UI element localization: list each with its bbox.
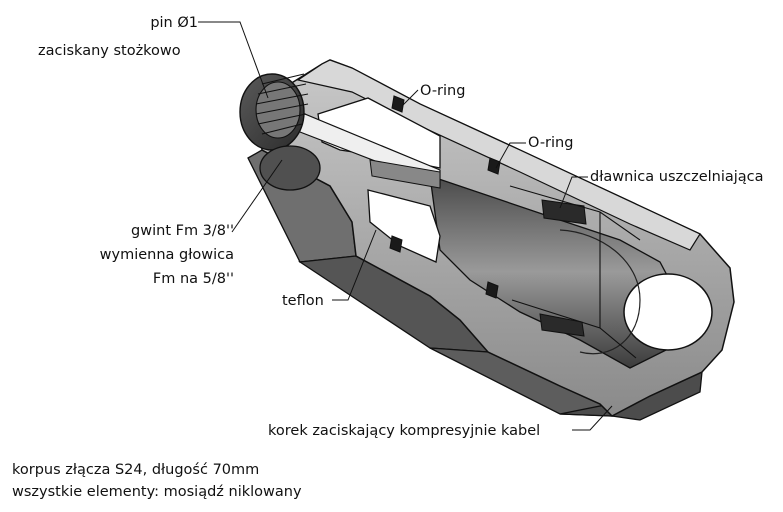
label-o-ring-top: O-ring: [420, 83, 466, 99]
label-thread-desc: wymienna głowica: [99, 247, 234, 263]
leader-lines: [198, 21, 613, 431]
bore-inner-wall: [559, 229, 641, 355]
leader-oring-mid: [495, 142, 526, 169]
label-pin-desc: zaciskany stożkowo: [38, 43, 181, 59]
leader-nut: [572, 405, 613, 431]
teflon-insulator-lower: [367, 189, 441, 263]
leader-pin: [198, 21, 269, 99]
leader-teflon: [332, 229, 377, 301]
label-o-ring-mid: O-ring: [528, 135, 574, 151]
label-compression-nut: korek zaciskający kompresyjnie kabel: [268, 423, 541, 439]
label-pin: pin Ø1: [150, 15, 198, 31]
gland-seal-lower: [539, 313, 585, 337]
compression-nut-section: [509, 185, 641, 359]
cable-bore-opening: [623, 273, 713, 351]
leader-oring-top: [401, 89, 419, 107]
label-thread-size: Fm na 5/8'': [152, 271, 234, 287]
gland-seal: [541, 199, 587, 225]
o-ring-grooves: [389, 95, 501, 299]
pin-sleeve: [369, 159, 441, 189]
label-gland: dławnica uszczelniająca: [590, 169, 764, 185]
leader-gland: [559, 176, 588, 209]
inner-bore: [429, 175, 681, 369]
leader-thread: [231, 159, 283, 233]
label-thread: gwint Fm 3/8'': [131, 223, 234, 239]
threaded-head: [239, 73, 321, 191]
footer-body-spec: korpus złącza S24, długość 70mm: [12, 462, 260, 478]
label-teflon: teflon: [282, 293, 324, 309]
footer-material: wszystkie elementy: mosiądź niklowany: [12, 484, 302, 500]
